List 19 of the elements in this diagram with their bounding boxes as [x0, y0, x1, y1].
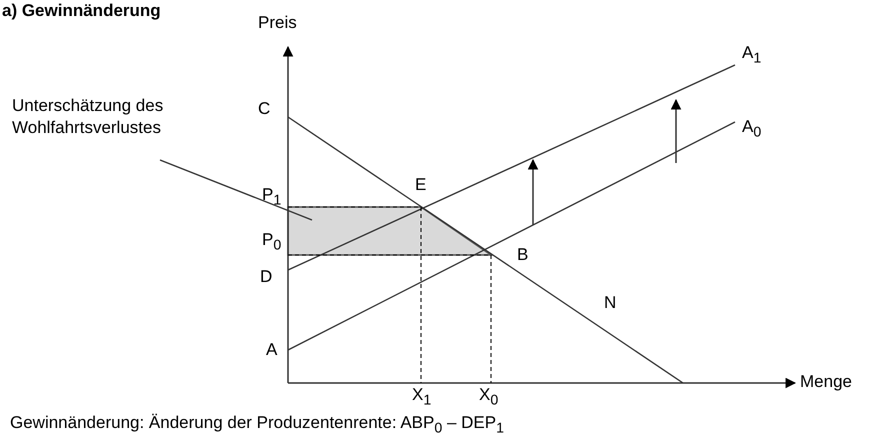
axis-title: Menge	[800, 373, 852, 392]
leader-line	[160, 159, 312, 221]
point-label: B	[517, 246, 528, 265]
curve-label: A$_{0}$	[742, 118, 762, 141]
price-label: P$_{0}$	[262, 231, 282, 254]
quantity-label: X$_{1}$	[412, 386, 432, 409]
shaded-area	[287, 206, 494, 256]
diagram-title: a) Gewinnänderung	[2, 2, 161, 21]
point-label: E	[415, 176, 426, 195]
annotation-text: Unterschätzung des Wohlfahrtsverlustes	[12, 95, 232, 140]
price-label: P$_{1}$	[262, 186, 282, 209]
axis-title: Preis	[258, 14, 297, 33]
point-label: C	[258, 100, 270, 119]
point-label: A	[266, 341, 278, 360]
curve-label: A$_{1}$	[742, 44, 762, 67]
caption: Gewinnänderung: Änderung der Produzentenrente: ABP$_{0}$ – DEP$_{1}$	[10, 414, 504, 437]
quantity-label: X$_{0}$	[479, 386, 498, 409]
point-label: D	[260, 268, 272, 287]
curve-label: N	[604, 294, 616, 313]
